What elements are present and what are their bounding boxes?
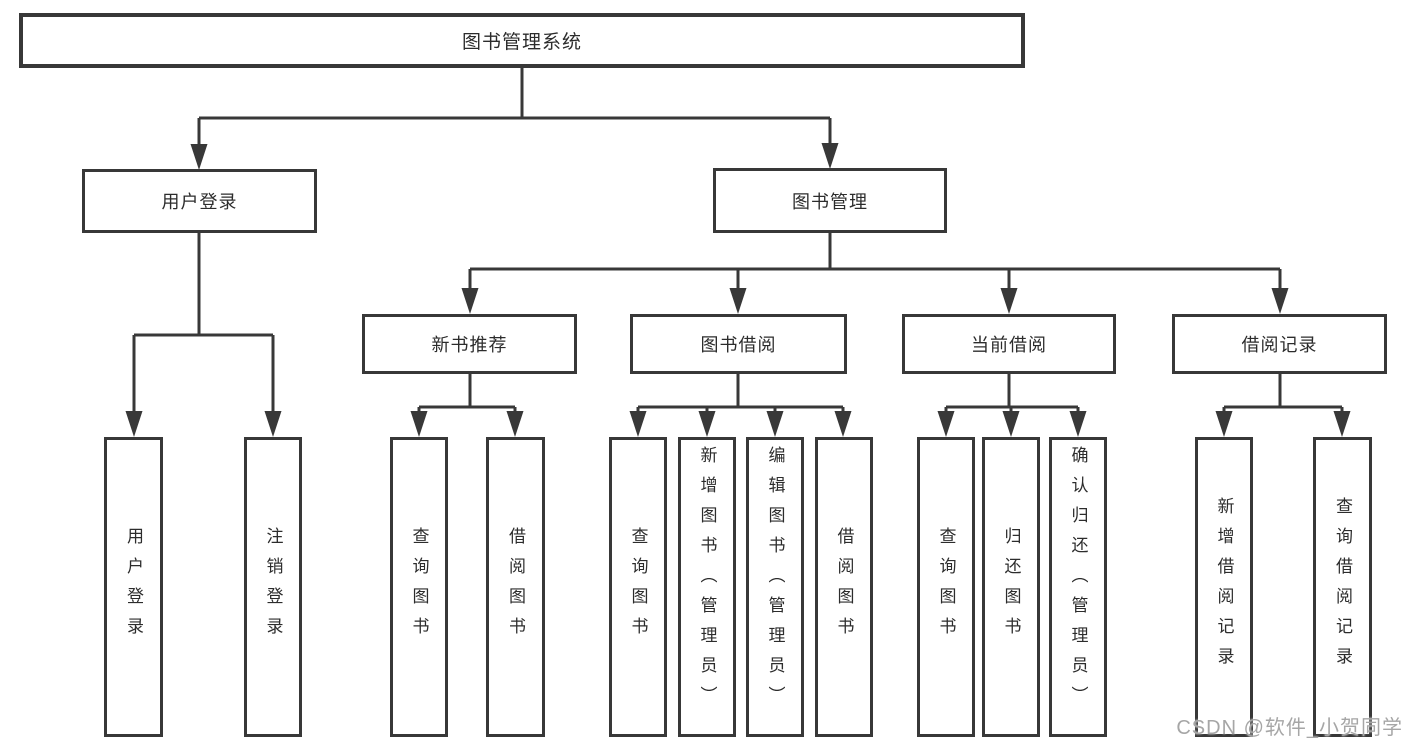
csdn-watermark: CSDN @软件_小贺同学 — [1176, 717, 1403, 739]
arrow-down-icon — [1215, 411, 1233, 437]
arrow-down-icon — [834, 411, 852, 437]
arrow-down-icon — [698, 411, 716, 437]
node-borrow-records: 借阅记录 — [1172, 314, 1387, 374]
node-current-borrow: 当前借阅 — [902, 314, 1116, 374]
node-leaf-user-login: 用户登录 — [104, 437, 163, 737]
arrow-down-icon — [1271, 288, 1289, 314]
arrow-down-icon — [766, 411, 784, 437]
node-leaf-return-books: 归还图书 — [982, 437, 1040, 737]
node-leaf-query-books-3: 查询图书 — [917, 437, 975, 737]
node-leaf-query-books-2: 查询图书 — [609, 437, 667, 737]
node-label: 查询图书 — [936, 527, 956, 647]
node-label: 确认归还（管理员） — [1068, 446, 1088, 716]
arrow-down-icon — [1000, 288, 1018, 314]
node-leaf-edit-book-admin: 编辑图书（管理员） — [746, 437, 804, 737]
arrow-down-icon — [629, 411, 647, 437]
arrow-down-icon — [264, 411, 282, 437]
node-label: 新增借阅记录 — [1214, 497, 1234, 677]
node-label: 用户登录 — [124, 527, 143, 647]
node-book-management: 图书管理 — [713, 168, 947, 233]
node-label: 编辑图书（管理员） — [765, 446, 785, 716]
node-library-management-system: 图书管理系统 — [19, 13, 1025, 68]
node-label: 查询借阅记录 — [1333, 497, 1352, 677]
arrow-down-icon — [937, 411, 955, 437]
node-label: 归还图书 — [1001, 527, 1021, 647]
arrow-down-icon — [190, 144, 208, 170]
arrow-down-icon — [410, 411, 428, 437]
arrow-down-icon — [506, 411, 524, 437]
node-leaf-borrow-books-2: 借阅图书 — [815, 437, 873, 737]
node-user-login: 用户登录 — [82, 169, 317, 233]
node-book-borrow: 图书借阅 — [630, 314, 847, 374]
arrow-down-icon — [1333, 411, 1351, 437]
node-label: 查询图书 — [628, 527, 648, 647]
arrow-down-icon — [729, 288, 747, 314]
node-leaf-add-borrow-record: 新增借阅记录 — [1195, 437, 1253, 737]
arrow-down-icon — [461, 288, 479, 314]
arrow-down-icon — [125, 411, 143, 437]
node-leaf-logout: 注销登录 — [244, 437, 302, 737]
node-leaf-query-books-1: 查询图书 — [390, 437, 448, 737]
node-leaf-confirm-return-admin: 确认归还（管理员） — [1049, 437, 1107, 737]
node-label: 借阅图书 — [506, 527, 525, 647]
node-label: 查询图书 — [409, 527, 429, 647]
arrow-down-icon — [821, 143, 839, 169]
arrow-down-icon — [1002, 411, 1020, 437]
node-leaf-add-book-admin: 新增图书（管理员） — [678, 437, 736, 737]
node-new-book-recommend: 新书推荐 — [362, 314, 577, 374]
node-leaf-query-borrow-record: 查询借阅记录 — [1313, 437, 1372, 737]
node-label: 新增图书（管理员） — [697, 446, 717, 716]
node-label: 注销登录 — [263, 527, 283, 647]
node-label: 借阅图书 — [834, 527, 854, 647]
arrow-down-icon — [1069, 411, 1087, 437]
node-leaf-borrow-books-1: 借阅图书 — [486, 437, 545, 737]
